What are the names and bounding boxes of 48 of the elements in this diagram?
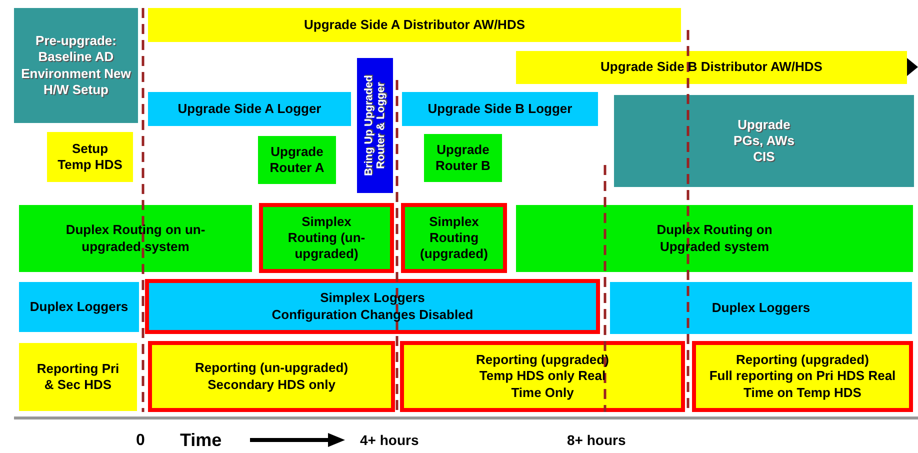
state-box bbox=[19, 343, 137, 411]
box-text: Configuration Changes Disabled bbox=[270, 306, 474, 323]
task-bar bbox=[516, 51, 907, 84]
box-text: Duplex Routing on Upgraded system bbox=[656, 222, 774, 255]
box-text: Duplex Routing on un-upgraded system bbox=[64, 222, 206, 255]
box-text: Upgrade Side A Distributor AW/HDS bbox=[302, 16, 526, 34]
time-tick-label: 0 bbox=[136, 432, 145, 450]
box-text: Upgrade PGs, AWs CIS bbox=[732, 116, 796, 166]
box-text: Simplex Routing (upgraded) bbox=[419, 214, 489, 262]
task-box bbox=[614, 95, 914, 187]
time-tick-label: 8+ hours bbox=[567, 432, 626, 448]
box-text: Upgrade Router A bbox=[268, 144, 326, 176]
state-box bbox=[145, 279, 600, 334]
state-box bbox=[516, 205, 913, 272]
state-box bbox=[400, 341, 685, 412]
box-text: Secondary HDS only bbox=[206, 376, 336, 393]
box-text: Reporting Pri & Sec HDS bbox=[36, 360, 120, 394]
box-text: Simplex Routing (un-upgraded) bbox=[286, 214, 366, 262]
vertical-task-box bbox=[357, 58, 393, 193]
box-heading: Pre-upgrade: bbox=[34, 33, 118, 50]
box-text: Duplex Loggers bbox=[710, 300, 812, 316]
task-bar bbox=[148, 8, 681, 42]
box-text: Setup Temp HDS bbox=[56, 140, 124, 174]
task-box bbox=[402, 92, 598, 126]
task-box bbox=[47, 132, 133, 182]
state-box bbox=[401, 203, 507, 273]
box-text: Upgrade Side B Logger bbox=[426, 100, 574, 118]
task-box bbox=[424, 134, 502, 182]
box-heading: Simplex Loggers bbox=[319, 290, 426, 306]
box-heading: Reporting (un-upgraded) bbox=[194, 360, 350, 376]
state-box bbox=[259, 203, 394, 273]
task-box bbox=[148, 92, 351, 126]
state-box bbox=[692, 341, 913, 412]
state-box bbox=[19, 205, 252, 272]
box-text: Upgrade Router B bbox=[434, 142, 492, 174]
state-box bbox=[148, 341, 395, 412]
state-box bbox=[610, 282, 912, 334]
box-heading: Reporting (upgraded) bbox=[735, 352, 870, 368]
box-text: Bring Up Upgraded Router & Logger bbox=[362, 74, 388, 178]
box-text: Upgrade Side A Logger bbox=[176, 100, 322, 118]
box-text: Full reporting on Pri HDS Real Time on Temp HDS bbox=[708, 368, 897, 401]
phase-box bbox=[14, 8, 138, 123]
box-text: Duplex Loggers bbox=[28, 298, 130, 316]
task-box bbox=[258, 136, 336, 184]
time-tick-label: 4+ hours bbox=[360, 432, 419, 448]
axis-title: Time bbox=[180, 430, 222, 451]
box-text: Baseline AD Environment New H/W Setup bbox=[20, 49, 132, 98]
state-box bbox=[19, 282, 139, 332]
